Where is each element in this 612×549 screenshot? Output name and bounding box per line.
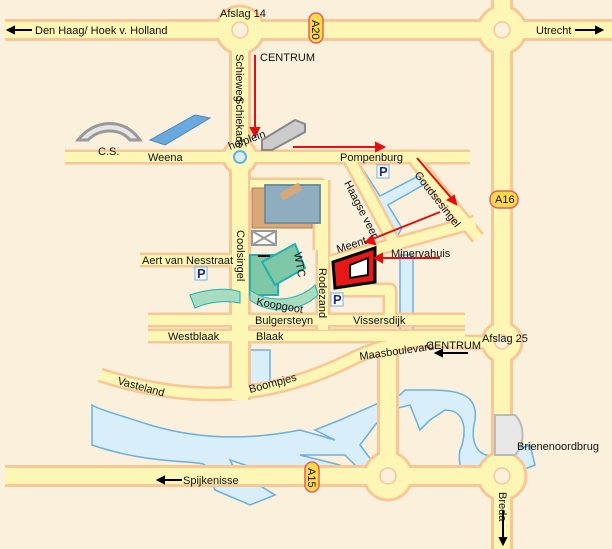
svg-text:A15: A15 (305, 468, 317, 488)
svg-text:A20: A20 (309, 20, 321, 40)
brienenoordbrug-bridge (494, 414, 524, 456)
route-arrows (249, 55, 458, 264)
parking-aert-van-nesstraat: P (194, 266, 208, 281)
parking-pompenburg: P (376, 164, 390, 179)
svg-text:Schiekade: Schiekade (233, 97, 245, 148)
parking-rodezand: P (330, 292, 344, 307)
direction-breda: Breda (496, 492, 508, 522)
exit-afslag-14: Afslag 14 (220, 8, 266, 20)
direction-utrecht: Utrecht (536, 25, 571, 37)
koopgoot-tunnel (189, 284, 319, 311)
highway-a15-badge: A15 (304, 461, 320, 493)
svg-text:Pompenburg: Pompenburg (340, 152, 403, 164)
wtc-label: WTC (291, 251, 307, 278)
svg-text:P: P (333, 292, 342, 307)
minervahuis-label: Minervahuis (391, 248, 451, 260)
office-building-blue (148, 114, 212, 146)
black-arrows (5, 25, 605, 547)
svg-text:Vissersdijk: Vissersdijk (353, 315, 406, 327)
centrum-right-label: CENTRUM (426, 340, 481, 352)
svg-text:P: P (379, 164, 388, 179)
svg-text:C.S.: C.S. (98, 146, 119, 158)
exit-afslag-25: Afslag 25 (482, 333, 528, 345)
svg-text:Rodezand: Rodezand (316, 268, 328, 318)
svg-text:P: P (197, 266, 206, 281)
svg-text:Blaak: Blaak (256, 331, 284, 343)
highway-a16-badge: A16 (489, 190, 519, 209)
svg-text:Schieweg: Schieweg (233, 54, 245, 102)
central-station-building (74, 122, 143, 142)
highway-a20-badge: A20 (308, 12, 324, 44)
svg-text:Coolsingel: Coolsingel (234, 230, 246, 281)
svg-text:Bulgersteyn: Bulgersteyn (255, 315, 313, 327)
city-hall-building (251, 182, 321, 229)
centrum-top-label: CENTRUM (260, 52, 315, 64)
svg-text:A16: A16 (495, 194, 515, 206)
post-office-icon (251, 230, 277, 246)
roads (5, 0, 612, 549)
brienenoordbrug-label: Brienenoordbrug (517, 441, 599, 453)
minervahuis-building[interactable] (331, 245, 377, 290)
office-building-grey (261, 118, 306, 151)
svg-text:Westblaak: Westblaak (168, 331, 220, 343)
hofplein-fountain (233, 150, 247, 164)
direction-spijkenisse: Spijkenisse (183, 475, 239, 487)
direction-den-haag: Den Haag/ Hoek v. Holland (35, 25, 167, 37)
svg-text:Weena: Weena (148, 152, 184, 164)
svg-text:Aert van Nesstraat: Aert van Nesstraat (142, 255, 233, 267)
